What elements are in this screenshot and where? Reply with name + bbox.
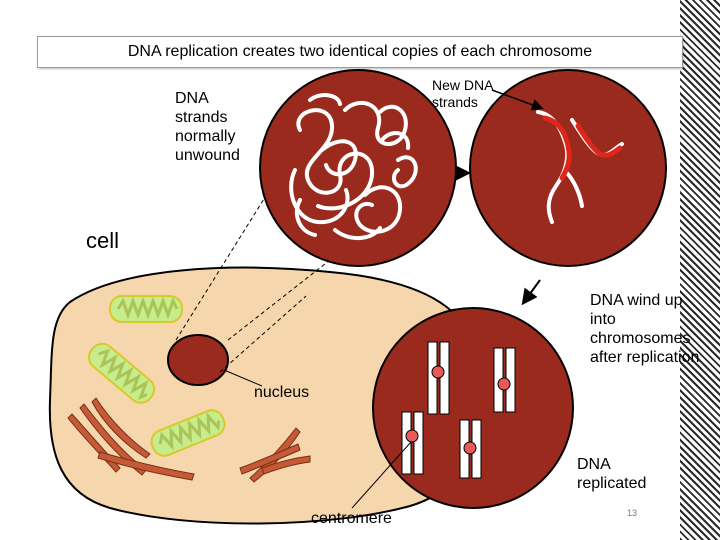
mitochondrion-1 bbox=[109, 295, 183, 323]
new-dna-pointer bbox=[491, 89, 544, 111]
page-number: 13 bbox=[627, 508, 638, 518]
chromosome-2 bbox=[493, 347, 516, 413]
label-nucleus: nucleus bbox=[254, 384, 310, 401]
unwound-dna-strands bbox=[289, 93, 418, 240]
chromosome-1 bbox=[427, 341, 450, 415]
mitochondrion-2 bbox=[87, 342, 156, 404]
endoplasmic-reticulum-right bbox=[239, 427, 311, 483]
chromosome-3 bbox=[401, 411, 424, 475]
label-dna-strands-unwound: DNA strands normally unwound bbox=[175, 90, 240, 164]
label-dna-wind-up: DNA wind up into chromosomes after repli… bbox=[590, 292, 700, 366]
slide-title: DNA replication creates two identical co… bbox=[37, 36, 683, 68]
label-cell: cell bbox=[86, 228, 120, 253]
label-dna-replicated: DNA replicated bbox=[577, 456, 647, 492]
cell-body bbox=[48, 266, 480, 525]
mitochondrion-3 bbox=[150, 409, 226, 457]
label-centromere: centromere bbox=[311, 510, 392, 527]
projection-lines bbox=[175, 169, 331, 373]
endoplasmic-reticulum-left bbox=[67, 397, 195, 481]
nucleus-pointer bbox=[223, 369, 263, 387]
replication-to-chromosome-arrow bbox=[521, 279, 541, 306]
chromosome-4 bbox=[459, 419, 482, 479]
label-new-dna-strands: New DNA strands bbox=[432, 77, 494, 110]
centromere-pointer bbox=[351, 441, 412, 509]
dna-double-strand bbox=[536, 110, 624, 224]
cell-nucleus bbox=[167, 334, 229, 386]
decorative-edge-border bbox=[680, 0, 720, 540]
